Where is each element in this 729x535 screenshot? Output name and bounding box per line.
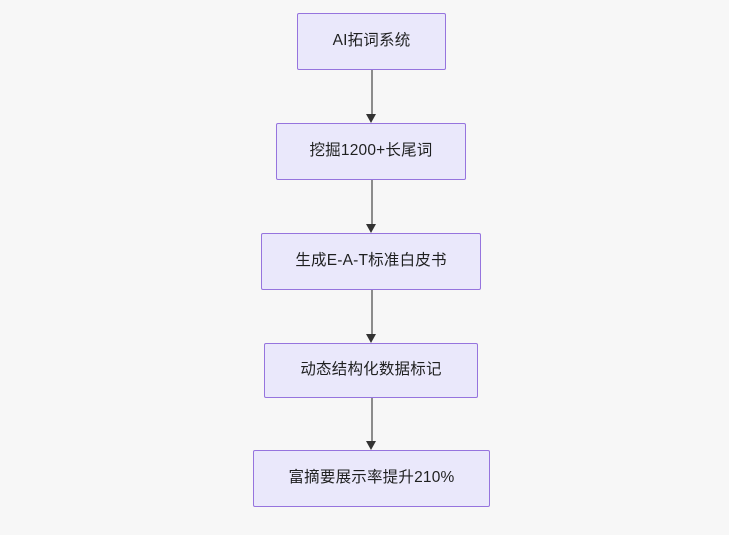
flow-node-rich-snippet-impression-lift[interactable]: 富摘要展示率提升210%	[253, 450, 490, 507]
arrowhead-icon	[365, 441, 376, 450]
edge-line	[371, 398, 373, 441]
edge-line	[371, 290, 373, 334]
flow-node-generate-eat-whitepaper[interactable]: 生成E-A-T标准白皮书	[261, 233, 481, 290]
edge-line	[371, 70, 373, 114]
arrowhead-icon	[365, 114, 376, 123]
flow-node-label: AI拓词系统	[332, 32, 411, 50]
flow-node-ai-keyword-system[interactable]: AI拓词系统	[297, 13, 446, 70]
flow-node-mine-longtail-keywords[interactable]: 挖掘1200+长尾词	[276, 123, 466, 180]
arrowhead-icon	[365, 224, 376, 233]
arrowhead-icon	[365, 334, 376, 343]
flow-node-label: 富摘要展示率提升210%	[288, 469, 455, 487]
flow-node-label: 生成E-A-T标准白皮书	[295, 252, 447, 270]
flow-node-label: 动态结构化数据标记	[300, 361, 442, 379]
flow-node-label: 挖掘1200+长尾词	[309, 142, 433, 160]
edge-line	[371, 180, 373, 224]
flow-node-dynamic-structured-data-markup[interactable]: 动态结构化数据标记	[264, 343, 478, 398]
